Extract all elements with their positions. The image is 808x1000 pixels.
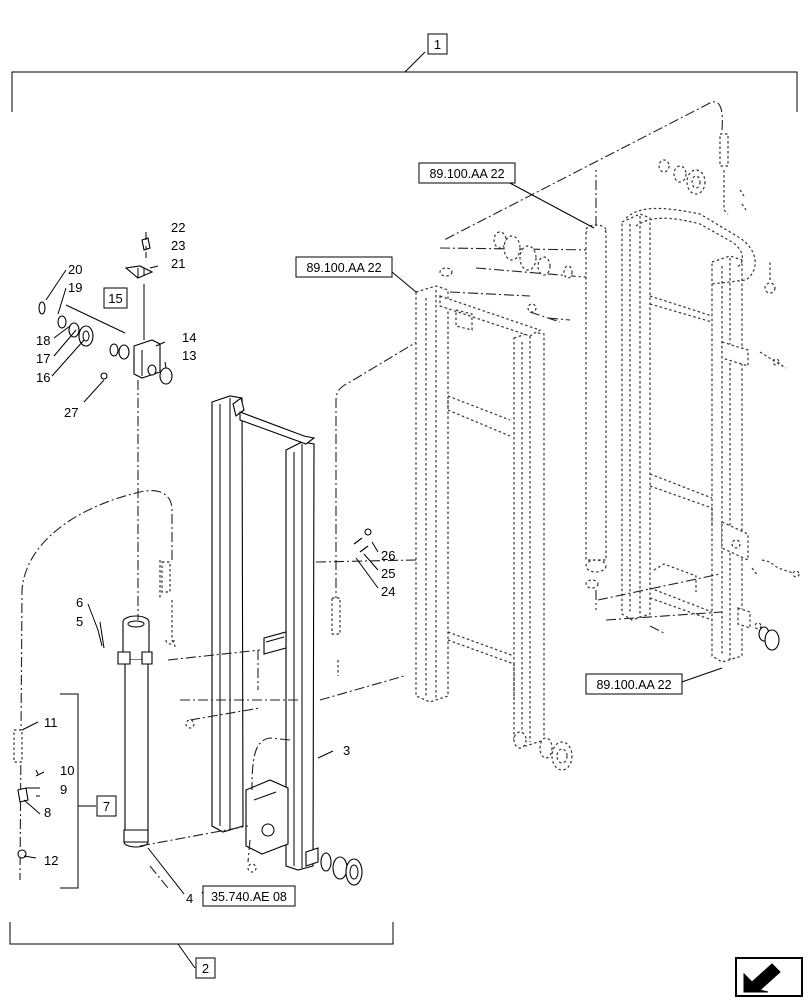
bottom-roller-right — [597, 351, 800, 651]
assembly-bracket-7 — [60, 693, 96, 889]
chain-anchor-parts-7 — [13, 729, 45, 859]
callout-19: 19 — [68, 280, 82, 295]
callout-11: 11 — [44, 715, 58, 730]
ref-cylinder-box — [202, 885, 296, 907]
callout-5: 5 — [76, 614, 83, 629]
group-15-bracket — [65, 304, 126, 334]
callout-25: 25 — [381, 566, 395, 581]
callout-8: 8 — [44, 805, 51, 820]
callout-10: 10 — [60, 763, 74, 778]
leader-lines — [21, 181, 723, 895]
roller-assembly-bottom — [305, 847, 363, 886]
callout-1-box — [427, 33, 448, 55]
callout-4: 4 — [186, 891, 193, 906]
callout-16: 16 — [36, 370, 50, 385]
inner-mast — [211, 395, 316, 871]
callout-7-box — [96, 795, 117, 817]
outer-mast-dotted — [415, 247, 597, 771]
callout-9: 9 — [60, 782, 67, 797]
outer-channel-mast-dotted — [621, 207, 756, 663]
callout-12: 12 — [44, 853, 58, 868]
callout-20: 20 — [68, 262, 82, 277]
callout-27: 27 — [64, 405, 78, 420]
reference-labels: 89.100.AA 22 89.100.AA 22 89.100.AA 22 3… — [202, 162, 683, 907]
ref-left-box — [295, 256, 393, 278]
next-page-arrow-icon[interactable] — [735, 957, 803, 997]
free-lift-cylinder-dotted — [585, 170, 607, 610]
ref-left: 89.100.AA 22 — [306, 261, 381, 275]
upper-pulley-group-dotted — [493, 231, 573, 313]
callout-26: 26 — [381, 548, 395, 563]
assembly-bracket-1 — [11, 51, 798, 112]
callout-14: 14 — [182, 330, 196, 345]
ref-top: 89.100.AA 22 — [429, 167, 504, 181]
callout-2: 2 — [202, 961, 209, 976]
callout-22: 22 — [171, 220, 185, 235]
ref-cylinder: 35.740.AE 08 — [211, 890, 287, 904]
callout-15-box — [103, 287, 128, 309]
lift-chain-right — [315, 339, 421, 701]
callout-13: 13 — [182, 348, 196, 363]
top-roller-dotted — [443, 101, 776, 294]
ref-top-box — [418, 162, 516, 184]
callout-1: 1 — [434, 37, 441, 52]
assembly-bracket-2 — [9, 922, 394, 969]
lift-cylinder — [117, 615, 153, 848]
callout-18: 18 — [36, 333, 50, 348]
ref-bottom-box — [585, 673, 683, 695]
callout-labels: 1 2 7 15 3 4 5 6 8 9 10 11 12 13 14 16 1… — [36, 33, 448, 979]
callout-15: 15 — [108, 291, 122, 306]
callout-3: 3 — [343, 743, 350, 758]
callout-23: 23 — [171, 238, 185, 253]
callout-6: 6 — [76, 595, 83, 610]
lift-chain-hidden-lines — [19, 490, 300, 889]
callout-17: 17 — [36, 351, 50, 366]
callout-24: 24 — [381, 584, 395, 599]
ref-bottom: 89.100.AA 22 — [596, 678, 671, 692]
callout-21: 21 — [171, 256, 185, 271]
callout-2-box — [195, 957, 216, 979]
callout-7: 7 — [103, 799, 110, 814]
